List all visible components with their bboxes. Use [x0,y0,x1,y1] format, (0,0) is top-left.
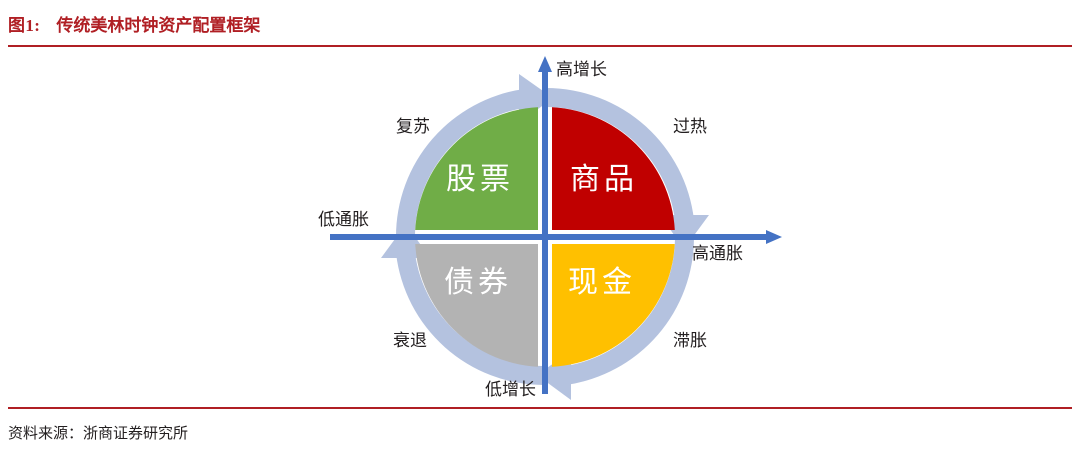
quadrant-commodities-label: 商品 [570,163,638,196]
quadrant-wedges [415,107,675,367]
phase-recession-label: 衰退 [393,331,427,350]
page-title: 传统美林时钟资产配置框架 [56,15,261,35]
source-row: 资料来源：浙商证券研究所 [8,418,1072,446]
axis-high-inflation-label: 高通胀 [692,244,743,263]
horizontal-axis-arrowhead-icon [766,230,782,244]
quadrant-commodities-wedge [545,107,675,237]
source-text: 资料来源：浙商证券研究所 [8,425,189,442]
figure-number-label: 图1: [8,15,41,35]
quadrant-cash-wedge [545,237,675,367]
source-divider-bottom [8,407,1072,409]
phase-recovery-label: 复苏 [396,117,430,136]
quadrant-stocks-wedge [415,107,545,237]
vertical-axis-arrowhead-icon [538,56,552,72]
axis-low-inflation-label: 低通胀 [318,210,369,229]
phase-overheat-label: 过热 [673,117,707,136]
axis-low-growth-label: 低增长 [485,380,536,399]
figure-title-row: 图1: 传统美林时钟资产配置框架 [0,0,1080,46]
investment-clock-svg: 股票 商品 债券 现金 复苏 过热 衰退 滞胀 高增长 低增长 低通胀 高通胀 [318,56,782,400]
axis-cross [330,56,782,394]
axis-high-growth-label: 高增长 [556,60,607,79]
investment-clock-diagram: 股票 商品 债券 现金 复苏 过热 衰退 滞胀 高增长 低增长 低通胀 高通胀 [0,46,1080,407]
quadrant-bonds-label: 债券 [444,266,512,299]
title-divider-top [8,45,1072,47]
quadrant-bonds-wedge [415,237,545,367]
quadrant-cash-label: 现金 [568,266,636,299]
phase-stagflation-label: 滞胀 [673,331,707,350]
quadrant-stocks-label: 股票 [446,163,514,196]
